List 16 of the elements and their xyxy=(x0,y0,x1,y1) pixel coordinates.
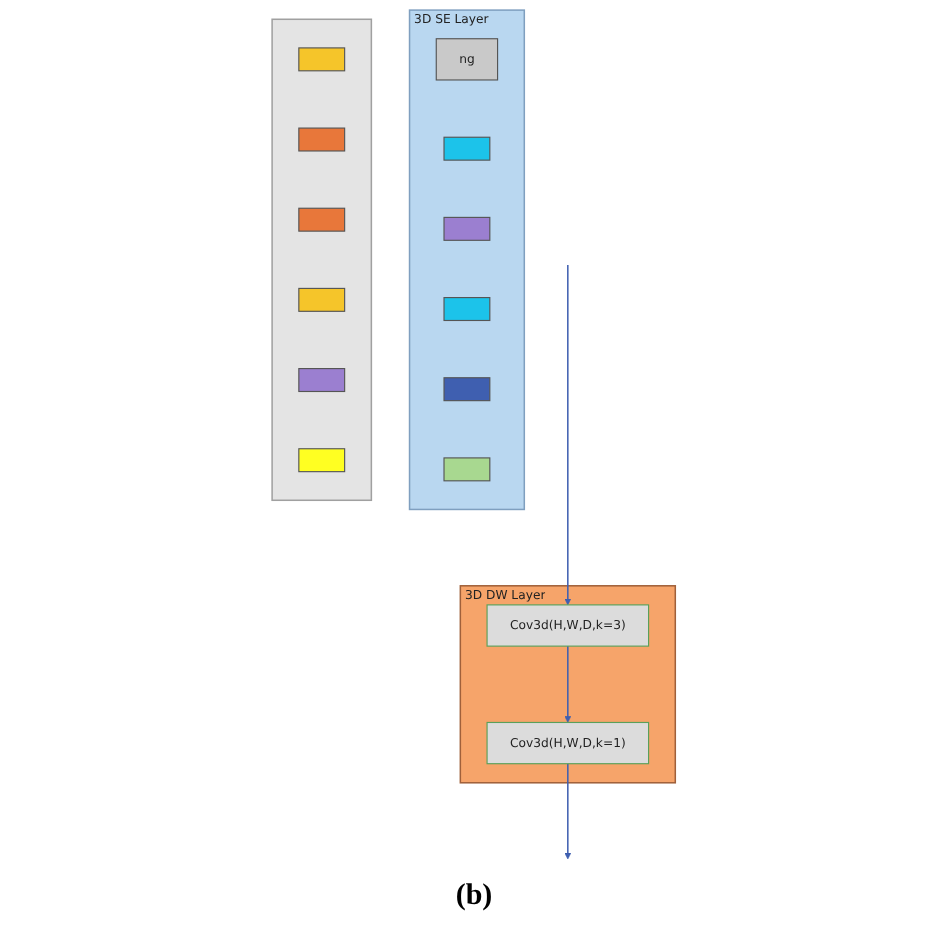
node-box xyxy=(298,127,346,152)
node-box xyxy=(298,287,346,312)
node-box xyxy=(298,47,346,72)
arrow xyxy=(564,645,572,723)
arrow xyxy=(564,762,572,860)
node-box xyxy=(298,448,346,473)
node-box xyxy=(298,207,346,232)
node-box xyxy=(443,216,491,241)
figure-caption: (b) xyxy=(455,880,493,912)
arrow xyxy=(564,264,572,606)
node-box xyxy=(443,377,491,402)
node-box xyxy=(443,136,491,161)
node-box xyxy=(298,368,346,393)
node-box xyxy=(443,457,491,482)
node-box xyxy=(443,297,491,322)
cluster xyxy=(271,18,373,502)
